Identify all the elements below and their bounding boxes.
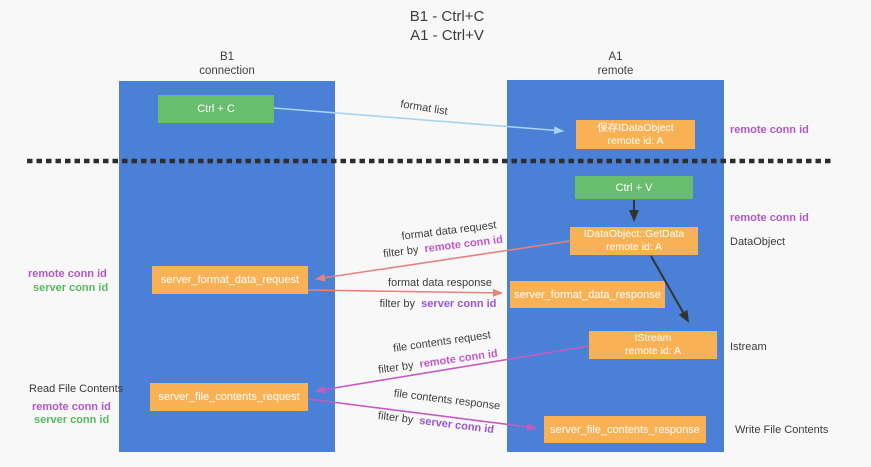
lane-b1-subtitle: connection (199, 65, 255, 77)
edge-label-filter-server-2: filter by server conn id (371, 409, 501, 437)
node-server-file-contents-response-label: server_file_contents_response (550, 423, 700, 436)
node-server-file-contents-response: server_file_contents_response (544, 416, 706, 443)
filter-by-text: filter by (382, 244, 420, 261)
edge-label-filter-server-1: filter by server conn id (373, 298, 503, 310)
lane-header-b1: B1 connection (119, 50, 335, 78)
filter-by-text: filter by (377, 359, 415, 377)
edge-label-format-list: format list (399, 98, 449, 118)
node-idataobject-getdata: IDataObject::GetData remote id: A (570, 227, 698, 255)
server-conn-id-key: server conn id (418, 298, 497, 310)
node-save-idataobject-line1: 保存IDataObject (597, 121, 674, 134)
node-save-idataobject-line2: remote id: A (607, 134, 664, 147)
node-idataobject-getdata-line1: IDataObject::GetData (583, 228, 685, 240)
title-line-1: B1 - Ctrl+C (409, 8, 485, 25)
node-ctrl-v: Ctrl + V (575, 176, 693, 199)
node-server-format-data-response: server_format_data_response (510, 281, 665, 308)
remote-conn-id-key: remote conn id (415, 347, 499, 371)
label-left-mid-remote-conn-id: remote conn id (28, 268, 107, 280)
node-server-file-contents-request-label: server_file_contents_request (158, 391, 300, 403)
server-conn-id-key: server conn id (415, 414, 495, 437)
label-remote-conn-id-top: remote conn id (730, 124, 809, 136)
node-idataobject-getdata-line2: remote id: A (605, 241, 663, 253)
label-left-bottom-remote-conn-id: remote conn id (32, 401, 111, 413)
label-left-bottom-server-conn-id: server conn id (34, 414, 110, 426)
node-server-format-data-response-label: server_format_data_response (514, 288, 661, 301)
label-read-file-contents: Read File Contents (29, 383, 124, 395)
node-istream-line2: remote id: A (624, 345, 682, 357)
filter-by-text: filter by (379, 298, 416, 310)
node-server-format-data-request: server_format_data_request (152, 266, 308, 294)
lane-b1-title: B1 (219, 51, 235, 63)
node-ctrl-c: Ctrl + C (158, 95, 274, 123)
label-write-file-contents: Write File Contents (735, 424, 829, 436)
label-istream: Istream (730, 341, 767, 353)
node-istream-line1: IStream (634, 332, 672, 344)
node-ctrl-c-label: Ctrl + C (197, 103, 235, 115)
node-server-format-data-request-label: server_format_data_request (160, 274, 300, 286)
edge-label-file-contents-response: file contents response (393, 387, 501, 413)
label-remote-conn-id-mid: remote conn id (730, 212, 809, 224)
lane-a1-subtitle: remote (597, 65, 634, 77)
label-left-mid-server-conn-id: server conn id (33, 282, 109, 294)
node-server-file-contents-request: server_file_contents_request (150, 383, 308, 411)
lane-header-a1: A1 remote (507, 50, 724, 78)
node-ctrl-v-label: Ctrl + V (615, 181, 653, 194)
node-istream: IStream remote id: A (589, 331, 717, 359)
label-dataobject: DataObject (730, 236, 786, 248)
filter-by-text: filter by (377, 409, 414, 427)
lane-a1-title: A1 (608, 51, 623, 63)
page-title: B1 - Ctrl+C A1 - Ctrl+V (297, 7, 597, 45)
title-line-2: A1 - Ctrl+V (410, 27, 484, 44)
node-save-idataobject: 保存IDataObject remote id: A (576, 120, 695, 149)
arrow-format-data-response (307, 288, 503, 297)
edge-label-format-data-response: format data response (388, 277, 492, 289)
